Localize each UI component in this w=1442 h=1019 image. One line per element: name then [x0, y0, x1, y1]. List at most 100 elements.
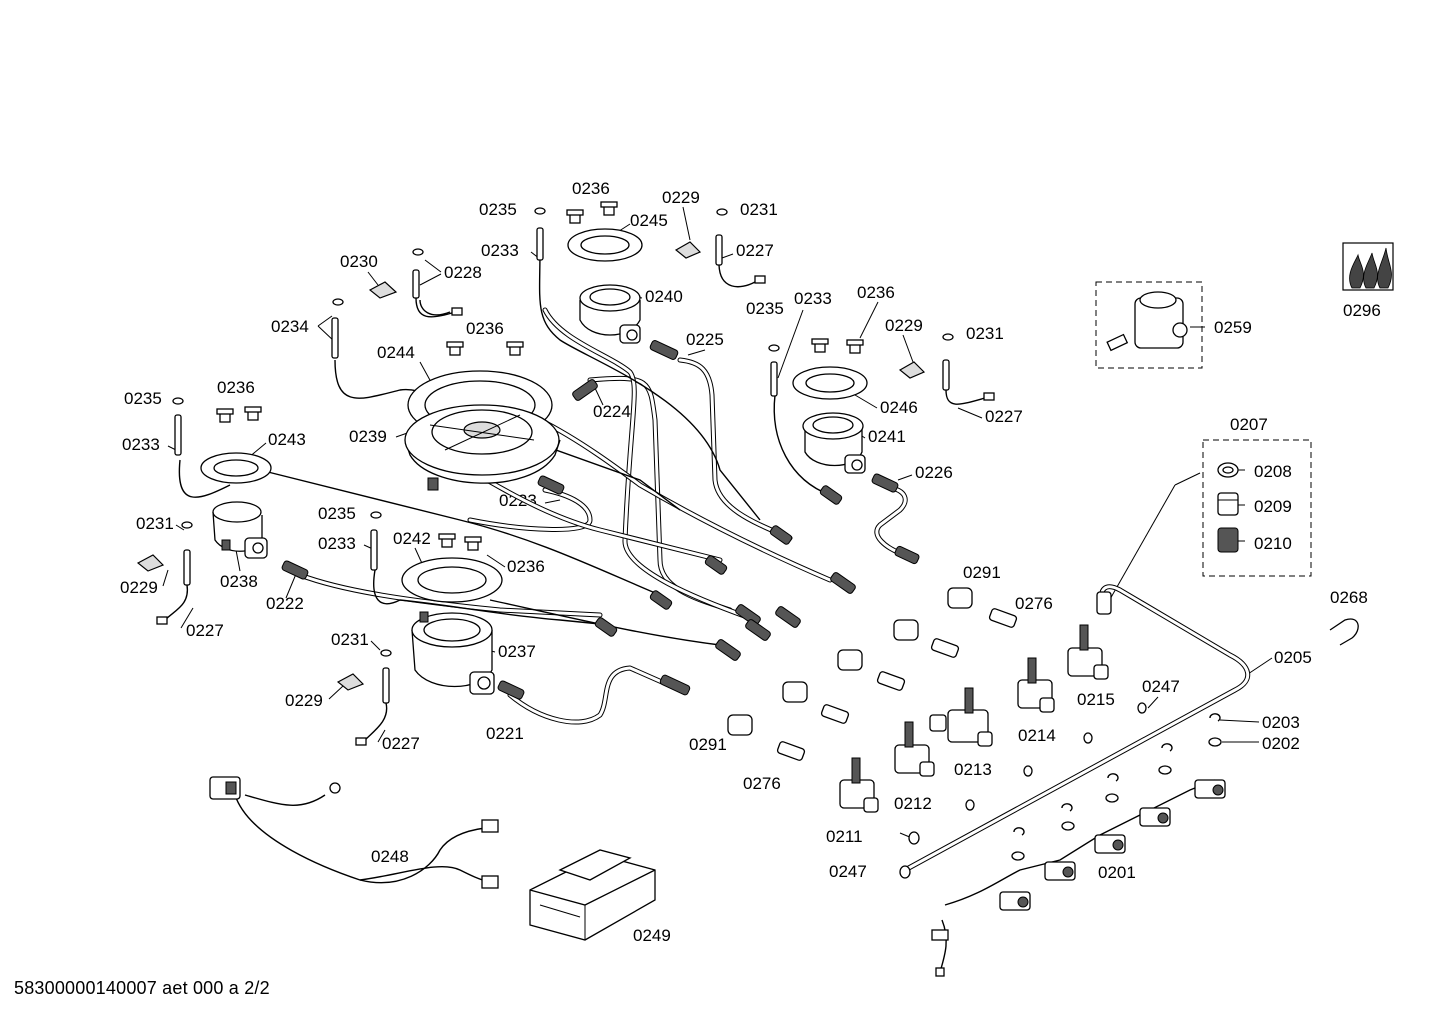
label-0247: 0247: [829, 862, 867, 881]
label-0237: 0237: [498, 642, 536, 661]
label-0245: 0245: [630, 211, 668, 230]
document-number: 58300000140007 aet 000 a 2/2: [14, 978, 270, 998]
label-0207: 0207: [1230, 415, 1268, 434]
screws: [216, 201, 864, 551]
spark-module-0249: [529, 849, 656, 941]
label-0235: 0235: [318, 504, 356, 523]
label-0212: 0212: [894, 794, 932, 813]
label-0227: 0227: [186, 621, 224, 640]
tap-0214: [1017, 657, 1055, 713]
nozzles-0291: [727, 587, 973, 736]
label-0244: 0244: [377, 343, 415, 362]
label-0231: 0231: [136, 514, 174, 533]
injectors-0276: [776, 608, 1018, 761]
label-0233: 0233: [318, 534, 356, 553]
label-0221: 0221: [486, 724, 524, 743]
label-0238: 0238: [220, 572, 258, 591]
label-0235: 0235: [479, 200, 517, 219]
label-0235: 0235: [124, 389, 162, 408]
electrodes: [156, 227, 995, 746]
adapter-0210: [1217, 527, 1239, 553]
label-0222: 0222: [266, 594, 304, 613]
label-0236: 0236: [857, 283, 895, 302]
regulator-0259: [1095, 281, 1203, 369]
label-0215: 0215: [1077, 690, 1115, 709]
label-0276: 0276: [1015, 594, 1053, 613]
label-0236: 0236: [507, 557, 545, 576]
label-0235: 0235: [746, 299, 784, 318]
label-0233: 0233: [481, 241, 519, 260]
label-0246: 0246: [880, 398, 918, 417]
label-0210: 0210: [1254, 534, 1292, 553]
label-0240: 0240: [645, 287, 683, 306]
nut-0209: [1217, 492, 1239, 516]
label-0296: 0296: [1343, 301, 1381, 320]
label-0229: 0229: [120, 578, 158, 597]
part-labels: 0236 0235 0229 0231 0245 0227 0233 0230 …: [120, 179, 1381, 945]
label-0225: 0225: [686, 330, 724, 349]
label-0213: 0213: [954, 760, 992, 779]
tap-0212: [894, 721, 935, 777]
label-0239: 0239: [349, 427, 387, 446]
gas-taps: [839, 624, 1109, 813]
label-0233: 0233: [122, 435, 160, 454]
label-0208: 0208: [1254, 462, 1292, 481]
burner-bodies: [212, 284, 866, 695]
tap-0215: [1067, 624, 1109, 680]
label-0227: 0227: [382, 734, 420, 753]
label-0236: 0236: [217, 378, 255, 397]
label-0291: 0291: [963, 563, 1001, 582]
label-0226: 0226: [915, 463, 953, 482]
label-0241: 0241: [868, 427, 906, 446]
label-0229: 0229: [285, 691, 323, 710]
label-0248: 0248: [371, 847, 409, 866]
pipe-fittings: [281, 340, 920, 700]
label-0231: 0231: [966, 324, 1004, 343]
label-0228: 0228: [444, 263, 482, 282]
label-0242: 0242: [393, 529, 431, 548]
label-0276: 0276: [743, 774, 781, 793]
label-0231: 0231: [740, 200, 778, 219]
label-0259: 0259: [1214, 318, 1252, 337]
label-0209: 0209: [1254, 497, 1292, 516]
label-0227: 0227: [985, 407, 1023, 426]
tap-0213: [929, 687, 993, 747]
clamp-0268: [1329, 618, 1359, 646]
label-0229: 0229: [662, 188, 700, 207]
label-0236: 0236: [466, 319, 504, 338]
ignition-switches-0201: [931, 779, 1226, 977]
label-0205: 0205: [1274, 648, 1312, 667]
burner-0240: [579, 284, 641, 344]
leader-lines: [162, 206, 1273, 839]
flame-icon: [1342, 242, 1394, 291]
label-0211: 0211: [826, 827, 863, 846]
label-0268: 0268: [1330, 588, 1368, 607]
burner-0238: [212, 501, 268, 559]
tap-0211: [839, 757, 879, 813]
manifold-end: [899, 591, 1112, 879]
wire-harness-0248: [209, 776, 499, 889]
label-0201: 0201: [1098, 863, 1136, 882]
burner-0239: [404, 404, 561, 491]
burner-0237: [411, 611, 495, 695]
clips: [136, 241, 926, 691]
label-0243: 0243: [268, 430, 306, 449]
label-0233: 0233: [794, 289, 832, 308]
label-0223: 0223: [499, 491, 537, 510]
label-0230: 0230: [340, 252, 378, 271]
label-0203: 0203: [1262, 713, 1300, 732]
label-0234: 0234: [271, 317, 309, 336]
label-0231: 0231: [331, 630, 369, 649]
label-0291: 0291: [689, 735, 727, 754]
kit-0207: [1202, 439, 1312, 577]
burner-0241: [802, 412, 866, 474]
washers: [172, 207, 954, 657]
label-0229: 0229: [885, 316, 923, 335]
rings: [908, 702, 1222, 861]
label-0224: 0224: [593, 402, 631, 421]
label-0249: 0249: [633, 926, 671, 945]
label-0214: 0214: [1018, 726, 1056, 745]
label-0247: 0247: [1142, 677, 1180, 696]
label-0227: 0227: [736, 241, 774, 260]
